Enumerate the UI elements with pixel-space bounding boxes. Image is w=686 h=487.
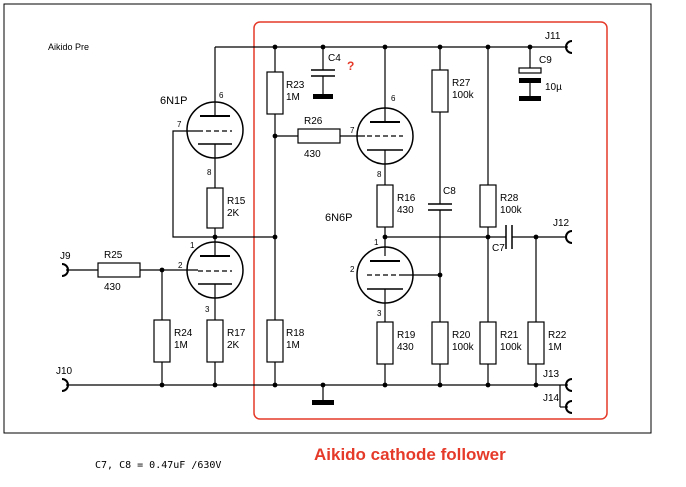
pin-8a: 8 xyxy=(207,168,212,177)
label-r28-ref: R28 xyxy=(500,193,519,204)
pin-2a: 2 xyxy=(178,261,183,270)
label-r18-val: 1M xyxy=(286,340,300,351)
resistor-r23 xyxy=(266,71,284,115)
resistor-r24 xyxy=(153,319,171,363)
junction-r24-gnd xyxy=(159,382,165,388)
label-r19-ref: R19 xyxy=(397,330,416,341)
junction-r21-gnd xyxy=(485,382,491,388)
jack-j11-icon xyxy=(565,40,573,54)
jack-j14-icon xyxy=(565,400,573,414)
outer-frame xyxy=(3,3,652,434)
label-j14: J14 xyxy=(543,393,560,404)
pin-7b: 7 xyxy=(350,126,355,135)
label-r25-ref: R25 xyxy=(104,250,123,261)
pin-1a: 1 xyxy=(190,241,195,250)
resistor-r28 xyxy=(479,184,497,228)
label-j11: J11 xyxy=(545,31,561,42)
label-c8-ref: C8 xyxy=(443,186,456,197)
label-r27-val: 100k xyxy=(452,90,475,101)
resistor-r18 xyxy=(266,319,284,363)
junction-r20-gnd xyxy=(437,382,443,388)
resistor-r21 xyxy=(479,321,497,365)
junction-r28-out xyxy=(485,234,491,240)
resistor-r25 xyxy=(97,262,141,278)
resistor-r26 xyxy=(297,128,341,144)
diagram-subtitle: Aikido Pre xyxy=(48,42,89,52)
resistor-r16 xyxy=(376,184,394,228)
capacitor-c9-plate-top xyxy=(518,67,542,74)
junction-r18-gnd xyxy=(272,382,278,388)
label-r24-val: 1M xyxy=(174,340,188,351)
label-c4-ref: C4 xyxy=(328,53,341,64)
pin-3b: 3 xyxy=(377,309,382,318)
label-r24-ref: R24 xyxy=(174,328,193,339)
label-r22-val: 1M xyxy=(548,342,562,353)
label-r15-val: 2K xyxy=(227,208,240,219)
label-c9-val: 10µ xyxy=(545,82,562,93)
label-c7-ref: C7 xyxy=(492,243,505,254)
resistor-r22 xyxy=(527,321,545,365)
tube-label-6n6p: 6N6P xyxy=(325,212,353,224)
ground-c9-icon xyxy=(519,96,541,101)
label-c9-ref: C9 xyxy=(539,55,552,66)
resistor-r17 xyxy=(206,319,224,363)
pin-1b: 1 xyxy=(374,238,379,247)
label-j10: J10 xyxy=(56,366,73,377)
resistor-r19 xyxy=(376,321,394,365)
jack-j10-icon xyxy=(61,378,69,392)
label-r26-ref: R26 xyxy=(304,116,323,127)
label-r25-val: 430 xyxy=(104,282,121,293)
junction-main-ground xyxy=(320,382,326,388)
label-r16-val: 430 xyxy=(397,205,414,216)
label-j13: J13 xyxy=(543,369,560,380)
label-r21-val: 100k xyxy=(500,342,523,353)
label-r18-ref: R18 xyxy=(286,328,305,339)
footnote: C7, C8 = 0.47uF /630V xyxy=(95,460,221,471)
jack-j13-icon xyxy=(565,378,573,392)
pin-7a: 7 xyxy=(177,120,182,129)
junction-mid xyxy=(272,234,278,240)
ground-c4-icon xyxy=(313,94,333,99)
pin-2b: 2 xyxy=(350,265,355,274)
label-r23-ref: R23 xyxy=(286,80,305,91)
junction-r19-gnd xyxy=(382,382,388,388)
label-r28-val: 100k xyxy=(500,205,523,216)
label-r17-ref: R17 xyxy=(227,328,246,339)
capacitor-c9-plate-bottom xyxy=(519,78,541,83)
resistor-r20 xyxy=(431,321,449,365)
label-r20-ref: R20 xyxy=(452,330,471,341)
question-mark: ? xyxy=(347,59,354,73)
label-r20-val: 100k xyxy=(452,342,475,353)
pin-6a: 6 xyxy=(219,91,224,100)
label-r22-ref: R22 xyxy=(548,330,567,341)
pin-6b: 6 xyxy=(391,94,396,103)
label-r16-ref: R16 xyxy=(397,193,416,204)
label-r17-val: 2K xyxy=(227,340,240,351)
junction-c8-grid xyxy=(437,272,443,278)
jack-j12-icon xyxy=(565,230,573,244)
label-r19-val: 430 xyxy=(397,342,414,353)
resistor-r27 xyxy=(431,69,449,113)
label-r23-val: 1M xyxy=(286,92,300,103)
pin-8b: 8 xyxy=(377,170,382,179)
junction-r22-gnd xyxy=(533,382,539,388)
label-j12: J12 xyxy=(553,218,570,229)
resistor-r15 xyxy=(206,187,224,229)
label-r21-ref: R21 xyxy=(500,330,519,341)
label-r26-val: 430 xyxy=(304,149,321,160)
label-j9: J9 xyxy=(60,251,71,262)
label-r27-ref: R27 xyxy=(452,78,471,89)
tube-label-6n1p: 6N1P xyxy=(160,95,188,107)
junction-r17-gnd xyxy=(212,382,218,388)
wire-grid7-feedback xyxy=(172,130,215,238)
highlight-box xyxy=(253,21,608,420)
diagram-title: Aikido cathode follower xyxy=(314,445,506,464)
pin-3a: 3 xyxy=(205,305,210,314)
ground-main-icon xyxy=(312,400,334,405)
label-r15-ref: R15 xyxy=(227,196,246,207)
